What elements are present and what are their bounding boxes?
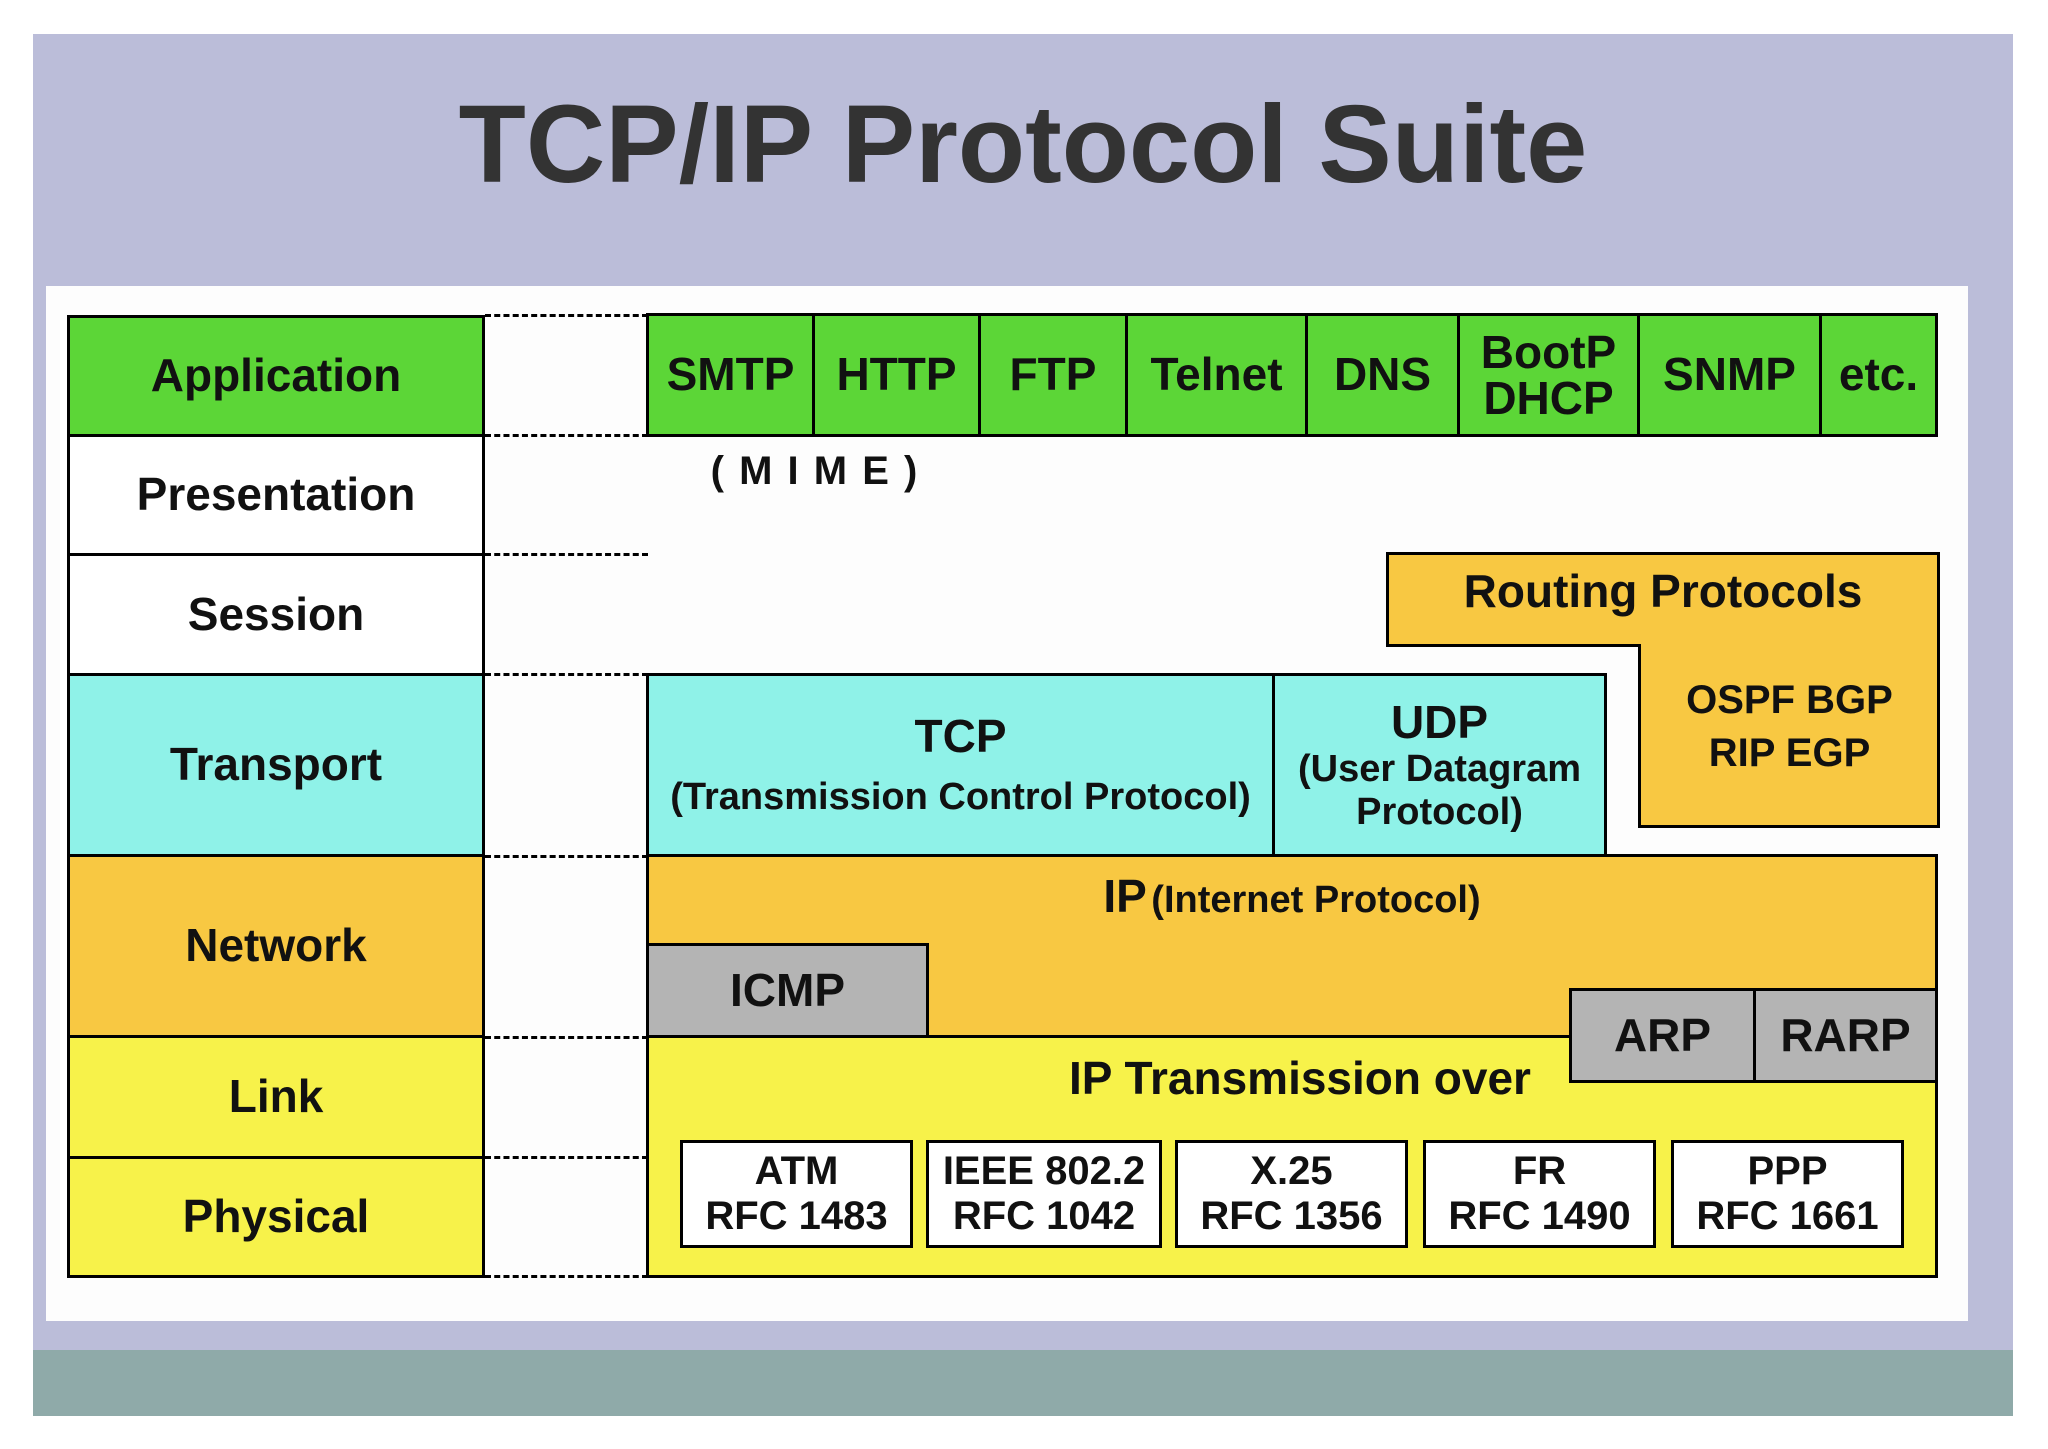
protocol-bootp-dhcp: BootP DHCP [1457, 313, 1640, 437]
protocol-smtp: SMTP [646, 313, 815, 437]
dashed-line [485, 855, 648, 858]
layer-physical: Physical [67, 1156, 485, 1278]
link-tech-name: ATM [754, 1149, 839, 1194]
mime-label: ( M I M E ) [710, 449, 920, 493]
tcp-box: TCP (Transmission Control Protocol) [646, 673, 1275, 857]
layer-presentation: Presentation [67, 434, 485, 556]
routing-protocols-title: Routing Protocols [1463, 565, 1863, 617]
routing-protocols-line1: OSPF BGP [1686, 678, 1893, 722]
tcp-name: TCP [914, 709, 1007, 762]
layer-link: Link [67, 1035, 485, 1159]
routing-protocols-line2: RIP EGP [1708, 731, 1871, 775]
protocol-dns: DNS [1305, 313, 1460, 437]
dashed-line [485, 314, 648, 317]
dashed-line [485, 1156, 648, 1159]
ip-label: IP (Internet Protocol) [646, 870, 1938, 923]
protocol-etc: etc. [1819, 313, 1938, 437]
link-tech-rfc: RFC 1661 [1696, 1194, 1879, 1238]
link-tech-x25: X.25 RFC 1356 [1175, 1140, 1408, 1248]
link-tech-name: PPP [1747, 1149, 1828, 1194]
link-tech-rfc: RFC 1356 [1200, 1194, 1383, 1238]
ip-transmission-title: IP Transmission over [1069, 1052, 1531, 1104]
link-tech-ppp: PPP RFC 1661 [1671, 1140, 1904, 1248]
protocol-telnet: Telnet [1125, 313, 1308, 437]
dashed-line [485, 553, 648, 556]
tcp-description: (Transmission Control Protocol) [670, 776, 1251, 819]
ip-description: (Internet Protocol) [1151, 879, 1481, 921]
footer-band [33, 1350, 2013, 1416]
udp-description-2: Protocol) [1356, 790, 1523, 833]
layer-network: Network [67, 854, 485, 1038]
udp-description-1: (User Datagram [1298, 748, 1581, 791]
link-tech-name: IEEE 802.2 [942, 1149, 1146, 1194]
icmp-box: ICMP [646, 943, 929, 1038]
link-tech-rfc: RFC 1042 [952, 1194, 1136, 1238]
link-tech-rfc: RFC 1490 [1448, 1194, 1631, 1238]
rarp-box: RARP [1753, 988, 1938, 1083]
dashed-line [485, 1275, 648, 1278]
link-tech-name: FR [1512, 1149, 1567, 1194]
arp-box: ARP [1569, 988, 1756, 1083]
layer-session: Session [67, 553, 485, 676]
udp-box: UDP (User Datagram Protocol) [1272, 673, 1607, 857]
link-tech-name: X.25 [1250, 1149, 1333, 1194]
dashed-line [485, 673, 648, 676]
slide-title: TCP/IP Protocol Suite [458, 83, 1588, 206]
protocol-snmp: SNMP [1637, 313, 1822, 437]
link-tech-atm: ATM RFC 1483 [680, 1140, 913, 1248]
udp-name: UDP [1390, 695, 1489, 748]
dashed-line [485, 1036, 648, 1039]
link-tech-fr: FR RFC 1490 [1423, 1140, 1656, 1248]
ip-name: IP [1103, 870, 1147, 922]
protocol-http: HTTP [812, 313, 981, 437]
layer-application: Application [67, 315, 485, 437]
dashed-line [485, 434, 648, 437]
link-tech-ieee: IEEE 802.2 RFC 1042 [926, 1140, 1162, 1248]
link-tech-rfc: RFC 1483 [705, 1194, 888, 1238]
layer-transport: Transport [67, 673, 485, 857]
protocol-ftp: FTP [978, 313, 1128, 437]
routing-protocols-shape [1386, 552, 1940, 828]
